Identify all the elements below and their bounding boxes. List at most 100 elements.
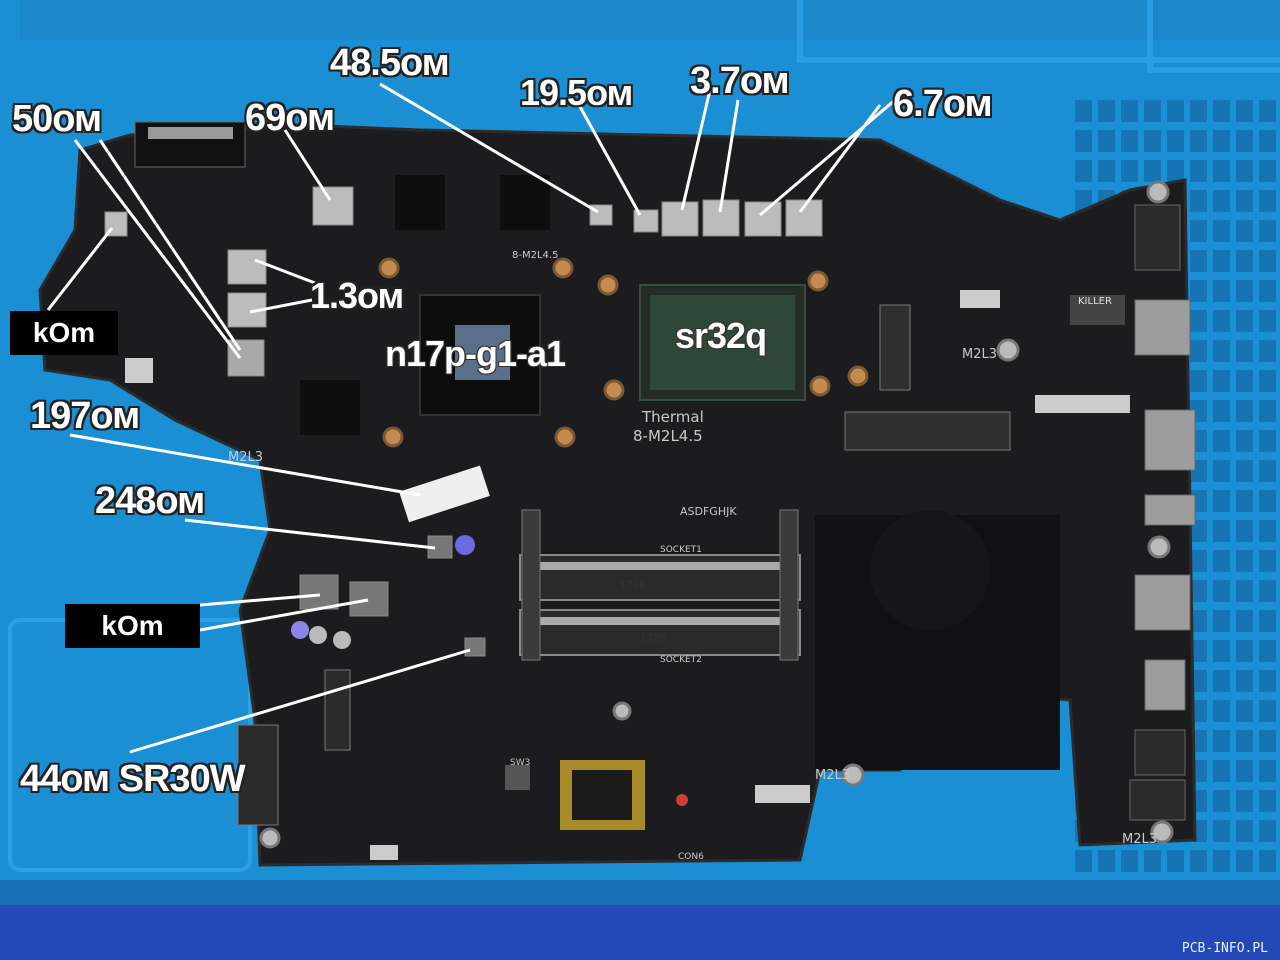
mat-grid-cell	[1259, 790, 1276, 812]
mat-grid-cell	[1190, 670, 1207, 692]
mat-grid-cell	[1213, 100, 1230, 122]
pointer-69	[283, 129, 332, 201]
screw-hole	[382, 426, 404, 448]
mat-grid-cell	[1236, 340, 1253, 362]
mat-grid-cell	[1098, 100, 1115, 122]
mat-grid-cell	[1259, 670, 1276, 692]
sticker	[399, 465, 490, 523]
resistance-label-69: 69ом	[245, 97, 335, 139]
mat-grid-cell	[1259, 460, 1276, 482]
mat-grid-cell	[1213, 820, 1230, 842]
watermark: PCB-INFO.PL	[1181, 941, 1268, 956]
memory-chip	[395, 175, 445, 230]
mat-grid-cell	[1236, 190, 1253, 212]
silk-socket2: SOCKET2	[660, 655, 702, 665]
pointer-44	[129, 648, 471, 754]
resistance-label-6-7: 6.7ом	[893, 83, 993, 125]
mat-grid-cell	[1098, 160, 1115, 182]
audio-jack	[1129, 779, 1186, 821]
mat-grid-cell	[1259, 100, 1276, 122]
resistance-label-48-5: 48.5ом	[330, 42, 450, 84]
screw-hole	[603, 379, 625, 401]
screw-hole	[554, 426, 576, 448]
silk-m2l3-b: M2L3	[962, 347, 998, 362]
ethernet-port	[1134, 204, 1181, 271]
silk-m2l3-c: M2L3	[815, 768, 851, 783]
cpu-label: sr32q	[675, 315, 767, 356]
mat-ridge-2	[1147, 0, 1280, 73]
screw-hole	[809, 375, 831, 397]
mat-ridge	[797, 0, 1280, 63]
mat-grid-cell	[1213, 340, 1230, 362]
mat-grid-cell	[1190, 220, 1207, 242]
mat-grid-cell	[1236, 670, 1253, 692]
silk-con6: CON6	[678, 852, 704, 862]
mat-grid-cell	[1075, 100, 1092, 122]
mat-grid-cell	[1259, 280, 1276, 302]
choke-inductor	[661, 201, 699, 237]
mat-grid-cell	[1190, 340, 1207, 362]
mat-grid-cell	[1167, 100, 1184, 122]
ram-socket-1	[519, 554, 801, 601]
mat-grid-cell	[1213, 310, 1230, 332]
resistance-label-44: 44ом SR30W	[20, 758, 246, 800]
silk-thermal: Thermal	[642, 408, 704, 426]
silk-dimm1: 1716	[620, 580, 646, 591]
mat-grid-cell	[1144, 130, 1161, 152]
screw-hole	[378, 257, 400, 279]
mat-grid-cell	[1259, 850, 1276, 872]
battery-pins	[148, 127, 233, 139]
usb-port	[1144, 409, 1196, 471]
capacitor	[333, 631, 351, 649]
mount-hole	[996, 338, 1020, 362]
mat-grid-cell	[1190, 130, 1207, 152]
mat-grid-cell	[1213, 520, 1230, 542]
ram-latch	[779, 509, 799, 661]
mat-grid-cell	[1213, 370, 1230, 392]
mat-grid-cell	[1213, 580, 1230, 602]
ram-socket-pins	[535, 562, 785, 570]
choke-inductor	[702, 199, 740, 237]
mat-grid-cell	[1190, 280, 1207, 302]
mat-grid-cell	[1236, 760, 1253, 782]
audio-jack	[1134, 729, 1186, 776]
silk-sw3: SW3	[510, 758, 531, 768]
mat-grid-cell	[1236, 370, 1253, 392]
usb-port	[1134, 299, 1191, 356]
resistance-label-3-7: 3.7ом	[690, 60, 790, 102]
mat-grid-cell	[1213, 280, 1230, 302]
mat-grid-cell	[1213, 430, 1230, 452]
flex-connector	[370, 845, 398, 860]
resistance-label-1-3: 1.3ом	[310, 275, 404, 316]
capacitor	[291, 621, 309, 639]
mat-grid-cell	[1236, 250, 1253, 272]
mat-grid-cell	[1098, 850, 1115, 872]
mat-grid-cell	[1190, 160, 1207, 182]
screw-hole	[597, 274, 619, 296]
mat-grid-cell	[1075, 130, 1092, 152]
mat-grid-cell	[1190, 850, 1207, 872]
mat-grid-cell	[1213, 730, 1230, 752]
silk-m2l3-d: M2L3	[1122, 832, 1158, 847]
mat-grid-cell	[1236, 100, 1253, 122]
pointer-50b	[98, 139, 242, 351]
mat-grid-cell	[1236, 580, 1253, 602]
mat-grid-cell	[1213, 790, 1230, 812]
mat-grid-cell	[1259, 640, 1276, 662]
mount-hole	[1147, 535, 1171, 559]
mat-grid-cell	[1213, 700, 1230, 722]
choke-inductor	[744, 201, 782, 237]
silk-socket1: SOCKET1	[660, 545, 702, 555]
ec-chip	[572, 770, 632, 820]
gpu-die	[455, 325, 510, 380]
flex-connector	[755, 785, 810, 803]
connector	[125, 358, 153, 383]
mat-grid-cell	[1259, 610, 1276, 632]
mat-grid-cell	[1236, 520, 1253, 542]
small-choke	[633, 209, 659, 233]
mat-grid-cell	[1098, 130, 1115, 152]
resistance-label-19-5: 19.5ом	[520, 72, 633, 113]
mat-grid-cell	[1259, 250, 1276, 272]
mat-grid-cell	[1121, 850, 1138, 872]
